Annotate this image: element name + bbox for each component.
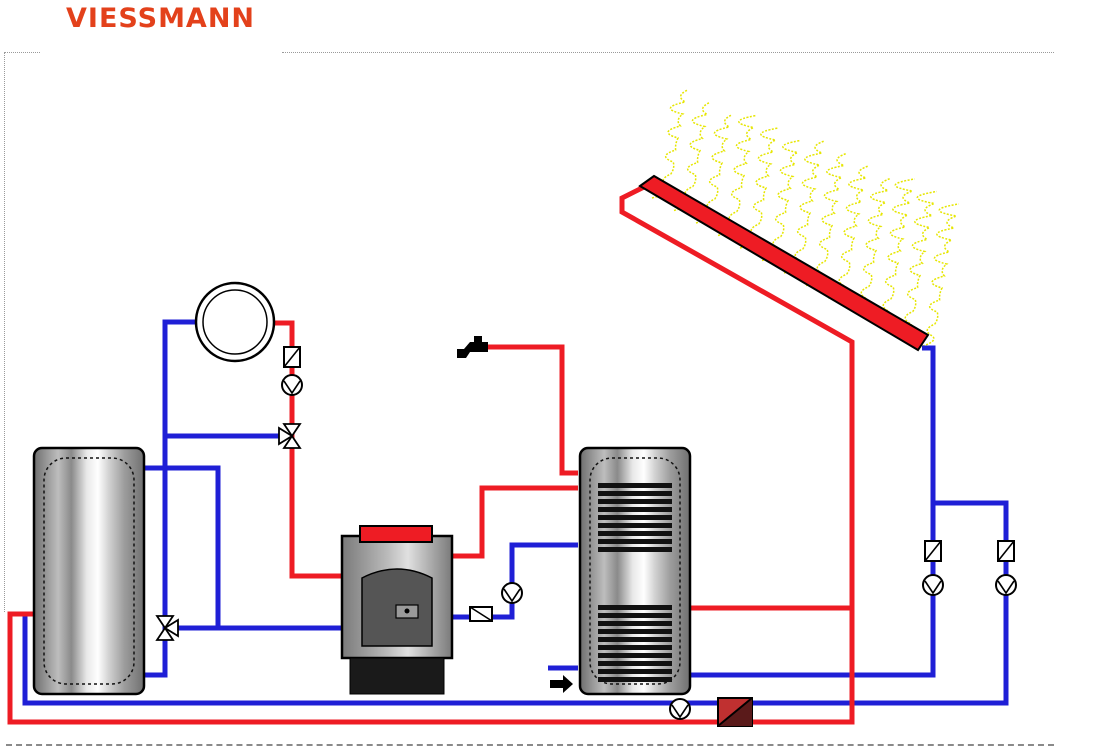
wood-boiler bbox=[340, 525, 454, 695]
coil-turn bbox=[598, 507, 672, 512]
coil-turn bbox=[598, 637, 672, 642]
sun-rays bbox=[651, 89, 959, 349]
coil-turn bbox=[598, 613, 672, 618]
coil-turn bbox=[598, 523, 672, 528]
three-way-valve bbox=[155, 615, 179, 641]
plate-heat-exchanger bbox=[717, 697, 753, 727]
coil-turn bbox=[598, 645, 672, 650]
coil-turn bbox=[598, 661, 672, 666]
sun-ray bbox=[915, 203, 959, 349]
coil-turn bbox=[598, 539, 672, 544]
coil-turn bbox=[598, 629, 672, 634]
circulation-pump bbox=[669, 698, 691, 720]
sun-ray bbox=[651, 89, 688, 199]
cold-water-inlet-arrow bbox=[550, 675, 573, 693]
sun-ray bbox=[827, 165, 869, 299]
solar-supply-pipe bbox=[619, 182, 855, 611]
sun-ray bbox=[739, 127, 779, 249]
sun-ray bbox=[871, 178, 915, 324]
hot-water-tap bbox=[457, 336, 488, 358]
frame-border-bottom bbox=[6, 744, 1054, 746]
coil-turn bbox=[598, 491, 672, 496]
coil-turn bbox=[598, 499, 672, 504]
coil-turn bbox=[598, 515, 672, 520]
coil-turn bbox=[598, 653, 672, 658]
sun-ray bbox=[695, 114, 732, 224]
coil-turn bbox=[598, 483, 672, 488]
boiler-return-pipe bbox=[509, 542, 578, 600]
coil-turn bbox=[598, 547, 672, 552]
three-way-valve bbox=[278, 423, 302, 449]
viessmann-logo: VIESSMANN bbox=[66, 3, 256, 34]
check-valve bbox=[924, 540, 942, 562]
circulation-pump bbox=[922, 574, 944, 596]
buffer-upper-return bbox=[143, 465, 342, 631]
heating-circuit-radiator bbox=[194, 281, 276, 363]
sun-ray bbox=[893, 190, 937, 337]
solar-collector bbox=[638, 174, 930, 352]
sun-ray bbox=[849, 177, 891, 312]
frame-border-top bbox=[282, 52, 1054, 53]
fittings bbox=[155, 346, 1017, 727]
check-valve bbox=[283, 346, 301, 368]
sun-ray bbox=[783, 140, 825, 274]
cylinder-upper-coil bbox=[598, 483, 672, 552]
hot-water-tap-pipe bbox=[488, 344, 578, 476]
solar-return-pipe bbox=[22, 345, 1009, 706]
check-valve bbox=[997, 540, 1015, 562]
frame-border-left bbox=[4, 52, 5, 612]
coil-turn bbox=[598, 621, 672, 626]
circulation-pump bbox=[995, 574, 1017, 596]
frame-border-top-left bbox=[4, 52, 40, 53]
coil-turn bbox=[598, 531, 672, 536]
boiler-to-cylinder-supply bbox=[452, 485, 578, 559]
check-valve bbox=[469, 606, 493, 622]
dhw-cylinder bbox=[578, 446, 692, 696]
solar-return-branch bbox=[690, 503, 936, 678]
sun-ray bbox=[673, 101, 710, 212]
heating-return-pipe bbox=[143, 319, 200, 678]
coil-turn bbox=[598, 669, 672, 674]
sun-ray bbox=[805, 152, 847, 287]
buffer-bottom-supply-pipe bbox=[7, 608, 855, 725]
coil-turn bbox=[598, 677, 672, 682]
coil-turn bbox=[598, 605, 672, 610]
circulation-pump bbox=[281, 374, 303, 396]
heating-supply-pipe bbox=[272, 320, 342, 579]
sun-ray bbox=[761, 139, 801, 262]
sun-ray bbox=[717, 114, 757, 237]
cylinder-lower-coil bbox=[598, 605, 672, 682]
buffer-tank bbox=[32, 446, 146, 696]
circulation-pump bbox=[501, 582, 523, 604]
pipes bbox=[7, 182, 1009, 725]
